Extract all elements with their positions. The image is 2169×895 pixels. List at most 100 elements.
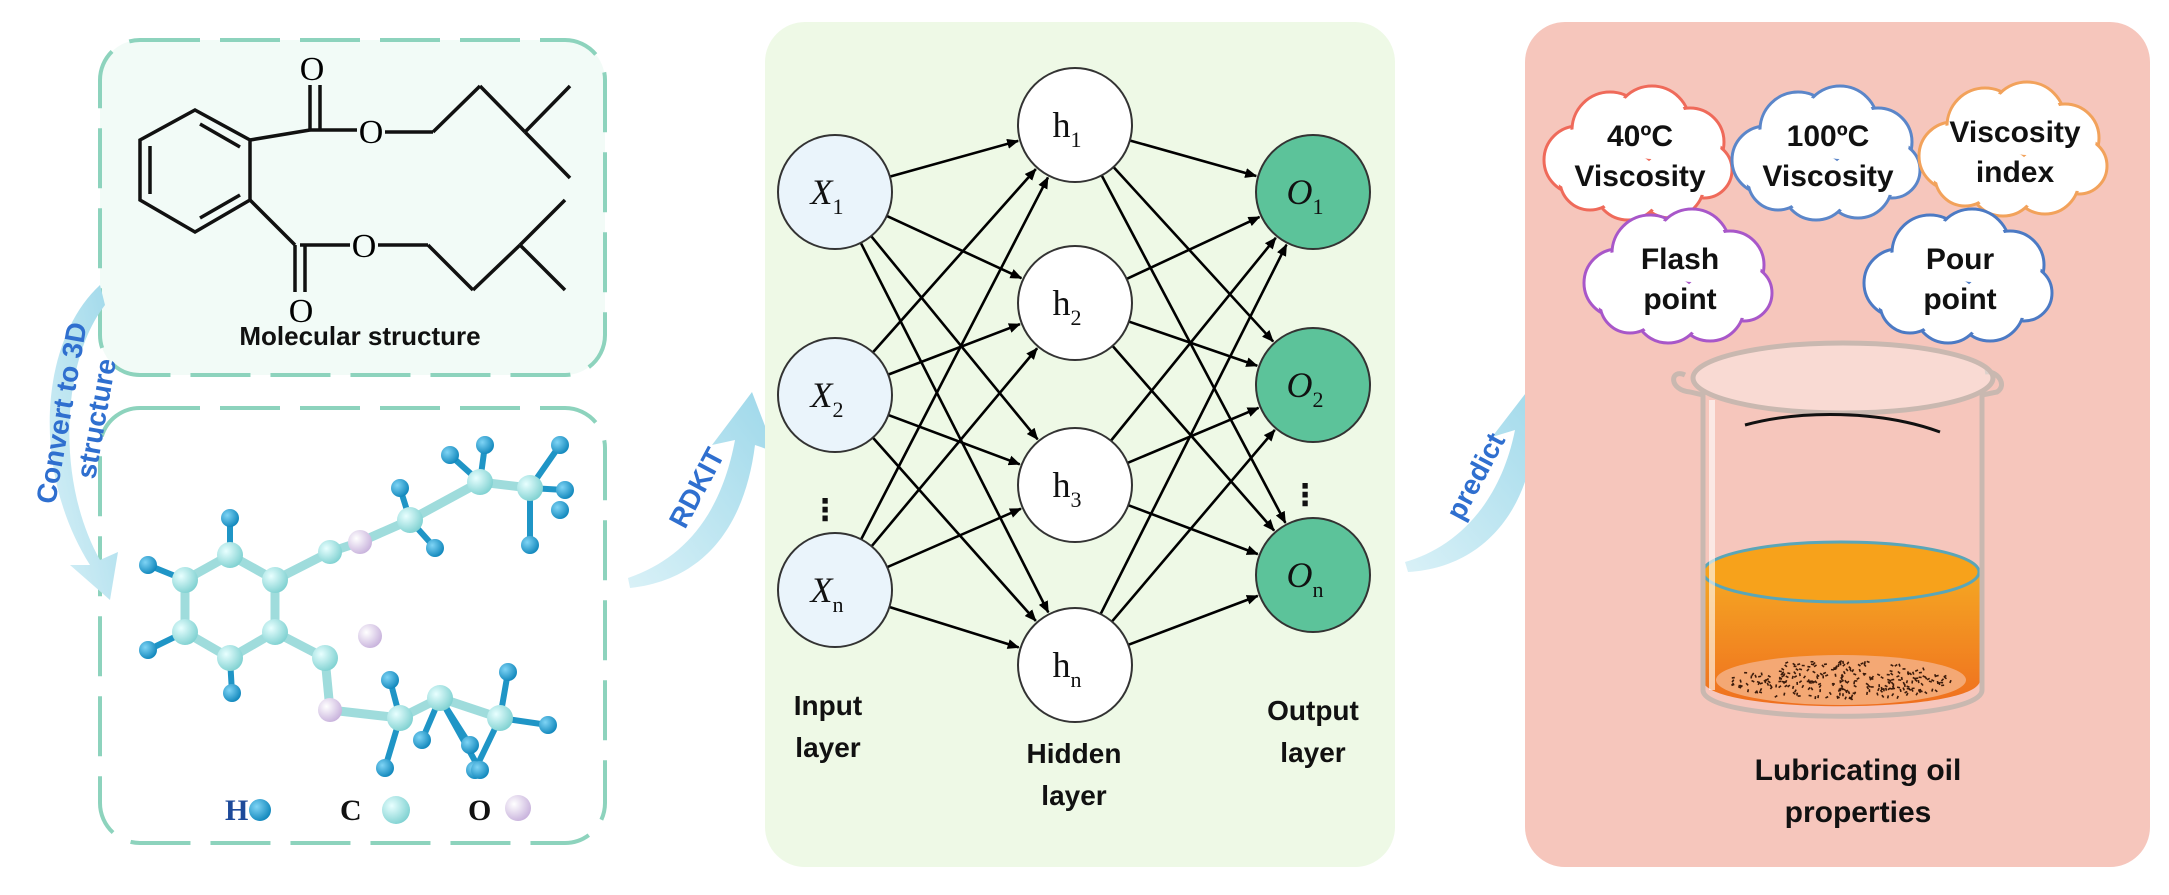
- hidden-node-3: h3: [1017, 427, 1133, 543]
- hidden-node-1: h1: [1017, 67, 1133, 183]
- hidden-node-circle: [1017, 67, 1133, 183]
- property-cloud: 40ºC Viscosity: [1542, 84, 1734, 222]
- legend-h-ball: [249, 799, 271, 821]
- input-node-circle: [777, 532, 893, 648]
- input-layer-label-2: layer: [795, 732, 860, 763]
- connection-arrow: [886, 507, 1022, 569]
- molecule-panel: O O O O Molecular structure: [98, 38, 607, 845]
- legend-c-label: C: [340, 794, 362, 827]
- connection-arrow: [886, 214, 1023, 280]
- input-node-n: Xn: [777, 532, 893, 648]
- property-cloud: Flash point: [1582, 207, 1774, 345]
- connection-arrow: [1128, 320, 1259, 368]
- output-node-n: On: [1255, 517, 1371, 633]
- connection-arrow: [871, 436, 1037, 622]
- property-cloud: 100ºC Viscosity: [1730, 84, 1922, 222]
- network-connections: [859, 139, 1288, 649]
- output-node-label: O2: [1287, 365, 1324, 412]
- connection-arrow: [1127, 594, 1259, 647]
- rdkit-arrow: RDKIT: [628, 392, 775, 588]
- property-cloud-text: point: [1643, 283, 1716, 316]
- beaker-mark: [1744, 413, 1941, 434]
- hidden-node-circle: [1017, 245, 1133, 361]
- oxygen-label: O: [300, 51, 325, 88]
- property-cloud-text: Viscosity: [1949, 116, 2081, 149]
- input-layer-label-1: Input: [794, 690, 862, 721]
- output-node-circle: [1255, 134, 1371, 250]
- hidden-node-n: hn: [1017, 607, 1133, 723]
- connection-arrow: [1100, 174, 1287, 524]
- property-cloud: Viscosity index: [1917, 80, 2109, 218]
- hidden-layer-label-1: Hidden: [1027, 738, 1122, 769]
- property-cloud-text: 40ºC: [1607, 120, 1673, 153]
- connection-arrow: [1109, 236, 1277, 442]
- output-layer-label-2: layer: [1280, 737, 1345, 768]
- oxygen-label: O: [352, 228, 377, 265]
- legend-o-ball: [505, 795, 531, 821]
- hidden-node-2: h2: [1017, 245, 1133, 361]
- connection-arrow: [1126, 215, 1261, 281]
- connection-arrow: [1110, 429, 1276, 623]
- property-cloud-text: Viscosity: [1762, 160, 1894, 193]
- ball-and-stick-model: [139, 436, 574, 779]
- property-cloud-text: 100ºC: [1787, 120, 1870, 153]
- connection-arrow: [889, 605, 1020, 649]
- connection-arrow: [870, 347, 1039, 548]
- hidden-node-label: h1: [1053, 105, 1082, 152]
- input-node-2: X2: [777, 337, 893, 453]
- legend-c-ball: [382, 796, 410, 824]
- input-node-label: X1: [809, 172, 844, 219]
- sediment-particles: [1730, 659, 1952, 701]
- hidden-node-circle: [1017, 427, 1133, 543]
- property-cloud-text: Viscosity: [1574, 160, 1706, 193]
- skeletal-formula: [138, 84, 572, 292]
- connection-arrow: [889, 139, 1020, 178]
- properties-title-2: properties: [1785, 796, 1932, 829]
- atom-legend: H C O: [225, 794, 531, 827]
- output-layer-label-1: Output: [1267, 695, 1359, 726]
- connection-arrow: [870, 235, 1039, 441]
- ellipsis-input: ⋮: [810, 494, 840, 527]
- hidden-layer-label-2: layer: [1041, 780, 1106, 811]
- beaker: [1671, 340, 2004, 719]
- output-node-1: O1: [1255, 134, 1371, 250]
- molecular-structure-box: [98, 38, 607, 377]
- connection-arrow: [1099, 243, 1288, 615]
- output-node-label: On: [1287, 555, 1324, 602]
- properties-title-1: Lubricating oil: [1755, 754, 1962, 787]
- output-node-2: O2: [1255, 327, 1371, 443]
- legend-h-label: H: [225, 794, 248, 827]
- hidden-node-circle: [1017, 607, 1133, 723]
- legend-o-label: O: [468, 794, 491, 827]
- input-node-circle: [777, 134, 893, 250]
- property-cloud-text: Flash: [1641, 243, 1719, 276]
- connection-arrow: [1111, 345, 1276, 532]
- input-node-label: X2: [809, 375, 844, 422]
- connection-arrow: [1129, 139, 1258, 178]
- properties-panel: 40ºCViscosity100ºCViscosityViscosityinde…: [1525, 22, 2150, 867]
- property-clouds: 40ºCViscosity100ºCViscosityViscosityinde…: [1542, 80, 2109, 345]
- oxygen-label: O: [359, 114, 384, 151]
- hidden-node-label: h3: [1053, 465, 1082, 512]
- input-node-circle: [777, 337, 893, 453]
- oil-bottom: [1716, 655, 1966, 705]
- property-cloud-text: Pour: [1926, 243, 1995, 276]
- output-node-circle: [1255, 327, 1371, 443]
- connection-arrow: [1112, 166, 1275, 343]
- connection-arrow: [887, 322, 1021, 376]
- input-node-1: X1: [777, 134, 893, 250]
- molecular-structure-label: Molecular structure: [239, 321, 480, 351]
- oxygen-atom-labels: O O O O: [289, 51, 384, 330]
- output-node-label: O1: [1287, 172, 1324, 219]
- property-cloud-text: index: [1976, 156, 2055, 189]
- beaker-glass: [1671, 369, 2004, 719]
- connection-arrow: [887, 413, 1021, 466]
- connection-arrow: [1127, 406, 1260, 465]
- hidden-node-label: h2: [1053, 283, 1082, 330]
- oxygen-label: O: [289, 293, 314, 330]
- oil-surface: [1703, 542, 1979, 602]
